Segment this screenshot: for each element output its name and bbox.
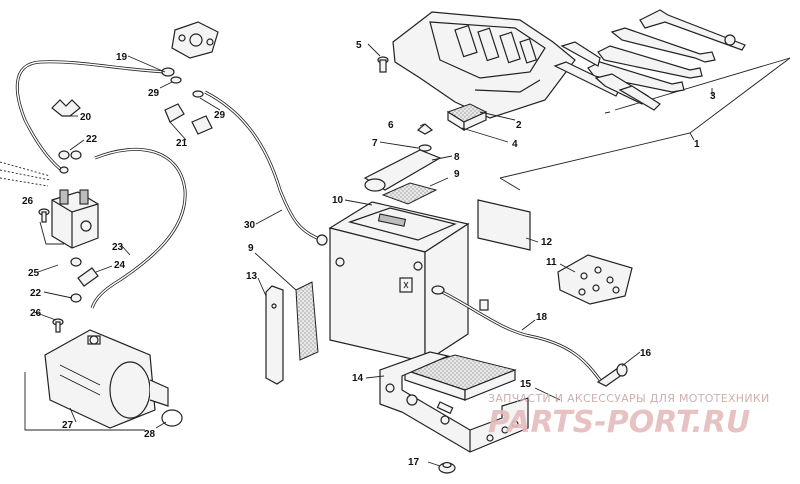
callout-5: 5: [356, 40, 362, 51]
callout-7: 7: [372, 138, 378, 149]
callout-12: 12: [541, 237, 553, 248]
callout-19: 19: [116, 52, 128, 63]
callout-29-left: 29: [148, 88, 160, 99]
callout-9-upper: 9: [454, 169, 460, 180]
battery-cable-19: [15, 60, 175, 174]
screw-5: [377, 56, 389, 73]
callout-25: 25: [28, 268, 40, 279]
terminal-boots-21: [164, 103, 213, 135]
nut-22-lower: [70, 257, 82, 267]
starter-motor: [44, 329, 169, 429]
battery: [328, 201, 470, 364]
callout-17: 17: [408, 457, 420, 468]
washer-29-left: [170, 76, 182, 84]
tool-tray: [392, 11, 576, 119]
watermark-logo: PARTS-PORT.RU: [488, 405, 750, 440]
callout-2: 2: [516, 120, 522, 131]
terminal-boot-24: [77, 267, 99, 287]
nuts-22-upper: [58, 150, 82, 174]
callout-27: 27: [62, 420, 74, 431]
battery-strap: [363, 149, 442, 192]
group-outline-starter: [24, 372, 145, 431]
callout-29-right: 29: [214, 110, 226, 121]
callout-22-upper: 22: [86, 134, 98, 145]
starter-solenoid: [51, 189, 99, 249]
callout-1: 1: [694, 139, 700, 150]
callout-28: 28: [144, 429, 156, 440]
watermark: ЗАПЧАСТИ И АКСЕССУАРЫ ДЛЯ МОТОТЕХНИКИ PA…: [488, 392, 770, 440]
callout-16: 16: [640, 348, 652, 359]
hardware-pack: [557, 254, 633, 305]
bolt-16: [596, 363, 628, 387]
callout-24: 24: [114, 260, 126, 271]
nut-22-mid: [70, 293, 82, 303]
wing-nut-6: [416, 123, 434, 135]
battery-cable-30: [204, 90, 328, 246]
callout-21: 21: [176, 138, 188, 149]
callout-6: 6: [388, 120, 394, 131]
tool-kit: [553, 9, 746, 111]
wire-harness-stub: [0, 161, 51, 187]
battery-pad-side: [295, 281, 319, 361]
battery-tray-pad: [403, 354, 517, 401]
wing-nut-20: [51, 99, 81, 117]
flange-nut: [438, 461, 456, 474]
callout-10: 10: [332, 195, 344, 206]
callout-8: 8: [454, 152, 460, 163]
callout-11: 11: [546, 257, 557, 268]
screw-26-upper: [38, 208, 50, 223]
callout-13: 13: [246, 271, 258, 282]
watermark-text: ЗАПЧАСТИ И АКСЕССУАРЫ ДЛЯ МОТОТЕХНИКИ: [488, 392, 770, 405]
battery-decal: [477, 199, 531, 251]
callout-30: 30: [244, 220, 256, 231]
screw-26-lower: [52, 318, 64, 333]
callout-3: 3: [710, 91, 716, 102]
callout-14: 14: [352, 373, 364, 384]
washer-7: [418, 144, 432, 152]
callout-15: 15: [520, 379, 532, 390]
terminal-block: [171, 21, 219, 59]
battery-pad-top: [381, 182, 438, 205]
callout-labels: 1 2 3 4 5 6 7 8 9 10 9 12 11 13 14 15 16…: [22, 40, 716, 468]
callout-4: 4: [512, 139, 518, 150]
callout-18: 18: [536, 312, 548, 323]
o-ring: [161, 409, 183, 427]
callout-20: 20: [80, 112, 92, 123]
callout-26-upper: 26: [22, 196, 34, 207]
washer-29-right: [192, 90, 204, 98]
starter-cable-23: [90, 147, 187, 309]
callout-9-lower: 9: [248, 243, 254, 254]
callout-23: 23: [112, 242, 124, 253]
leader-lines: [33, 43, 713, 467]
callout-26-lower: 26: [30, 308, 42, 319]
callout-22-lower: 22: [30, 288, 42, 299]
battery-cable-18: [431, 285, 602, 381]
battery-tray: [379, 351, 529, 453]
hold-down-bracket: [265, 285, 284, 385]
foam-pad: [446, 103, 488, 132]
